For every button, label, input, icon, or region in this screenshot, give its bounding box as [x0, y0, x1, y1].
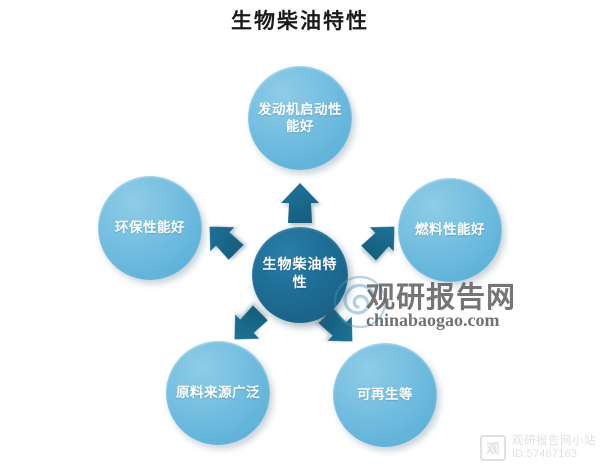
- node-engine-start[interactable]: 发动机启动性能好: [248, 66, 352, 170]
- node-environmental[interactable]: 环保性能好: [98, 176, 202, 280]
- node-renewable-label: 可再生等: [357, 387, 413, 403]
- node-fuel-performance-label: 燃料性能好: [415, 222, 485, 238]
- hub-node-biodiesel-properties[interactable]: 生物柴油特性: [252, 227, 348, 323]
- node-feedstock-sources[interactable]: 原料来源广泛: [166, 341, 270, 445]
- hub-node-label: 生物柴油特性: [262, 258, 338, 291]
- arrow-up-left-icon: [197, 214, 249, 266]
- node-feedstock-sources-label: 原料来源广泛: [176, 385, 260, 401]
- node-environmental-label: 环保性能好: [115, 220, 185, 236]
- arrow-up-icon: [274, 178, 326, 230]
- node-fuel-performance[interactable]: 燃料性能好: [398, 178, 502, 282]
- node-renewable[interactable]: 可再生等: [333, 343, 437, 447]
- page-title: 生物柴油特性: [231, 9, 369, 33]
- node-engine-start-label: 发动机启动性能好: [258, 101, 342, 134]
